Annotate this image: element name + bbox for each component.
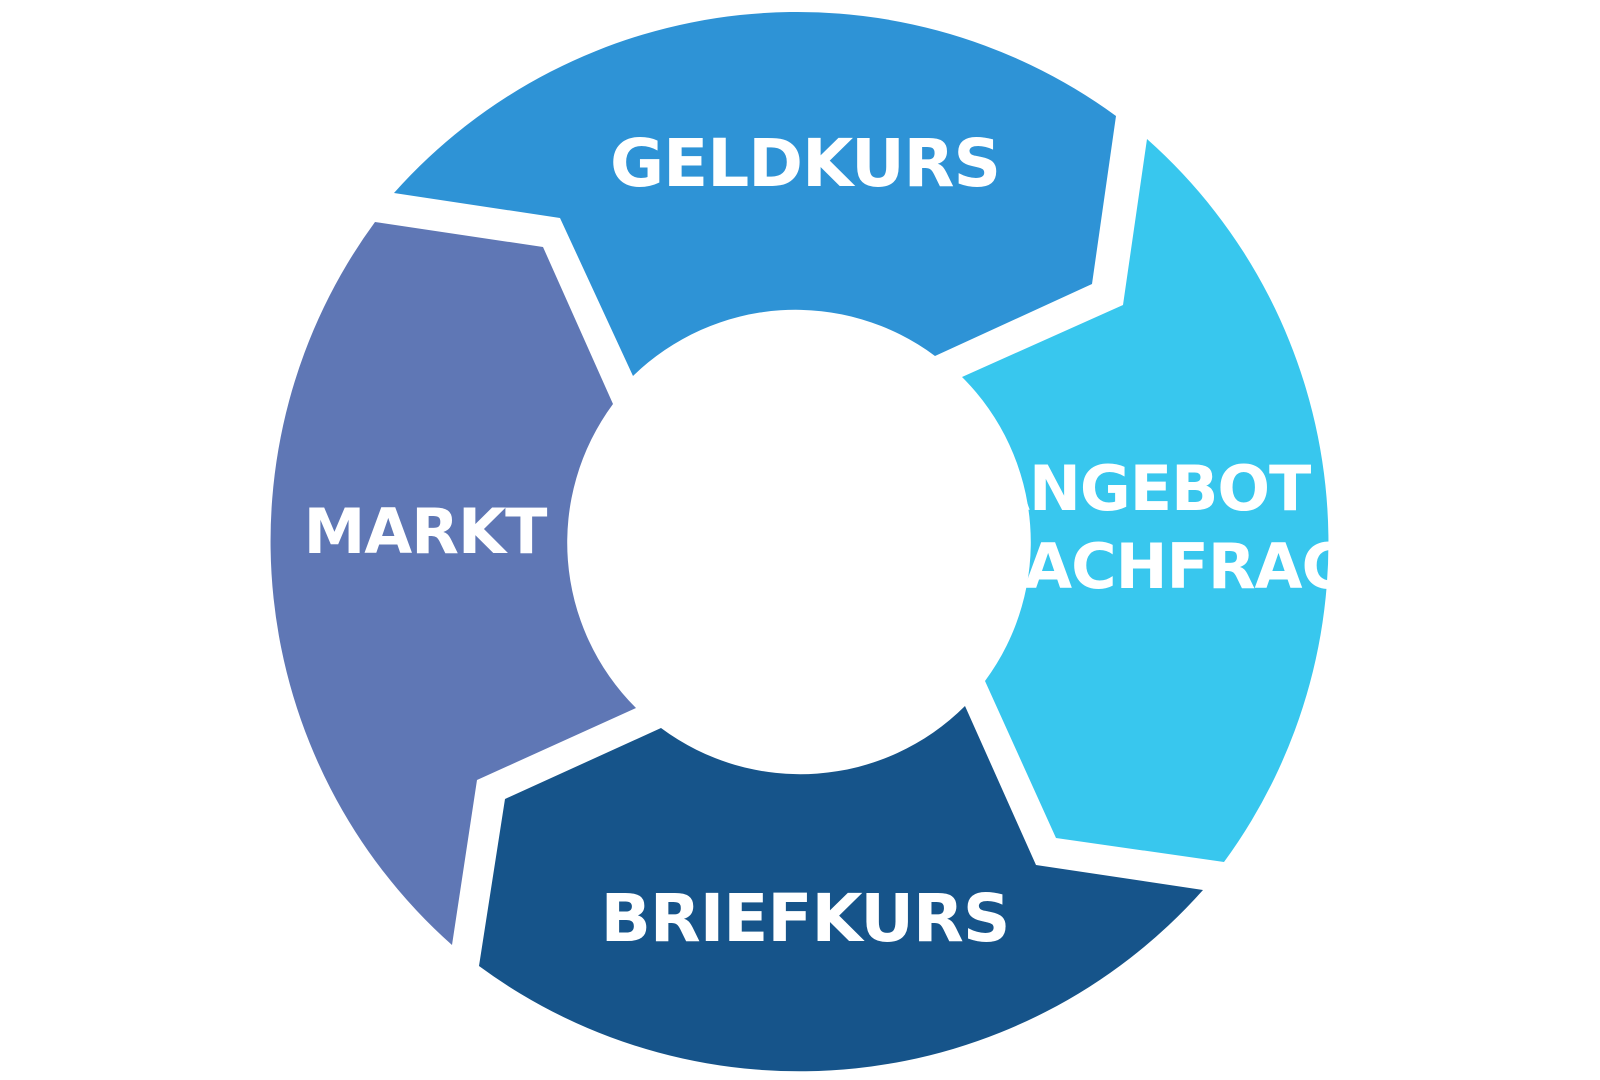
label-markt: MARKT	[304, 495, 547, 568]
label-briefkurs: BRIEFKURS	[601, 880, 1010, 957]
segment-angebot-nachfrage	[962, 139, 1329, 862]
segment-markt	[270, 222, 636, 945]
center-circle	[574, 317, 1024, 767]
segment-geldkurs	[394, 11, 1116, 377]
label-angebot-line1: ANGEBOT &	[982, 452, 1384, 525]
segment-briefkurs	[479, 706, 1203, 1072]
label-geldkurs: GELDKURS	[610, 125, 1000, 202]
label-angebot-line2: NACHFRAGE	[973, 530, 1393, 603]
